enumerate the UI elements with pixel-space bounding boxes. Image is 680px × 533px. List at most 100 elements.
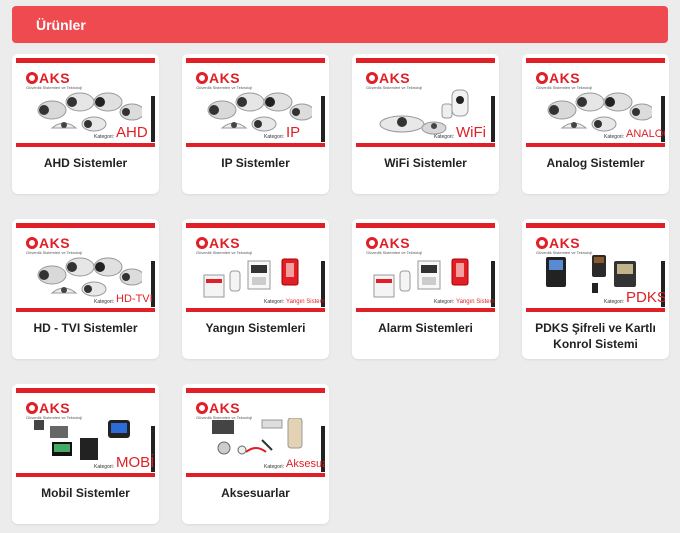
logo-text: AKS — [549, 235, 581, 251]
product-title[interactable]: Yangın Sistemleri — [205, 321, 306, 335]
category-value: Yangın Sistemleri — [456, 299, 495, 305]
category-prefix: Kategori: — [264, 299, 285, 305]
thumbnail-side-bar — [491, 261, 495, 307]
thumbnail-bottom-bar — [16, 473, 155, 477]
product-card[interactable]: AKS Güvenlik Sistemleri ve Teknoloji Kat… — [352, 54, 499, 194]
aks-logo: AKS — [196, 70, 240, 86]
logo-text: AKS — [209, 235, 241, 251]
aks-logo: AKS — [196, 235, 240, 251]
product-thumbnail[interactable]: AKS Güvenlik Sistemleri ve Teknoloji Kat… — [186, 223, 325, 312]
product-image — [546, 255, 636, 293]
thumbnail-side-bar — [491, 96, 495, 142]
thumbnail-top-bar — [16, 388, 155, 393]
thumbnail-top-bar — [356, 58, 495, 63]
product-title[interactable]: Mobil Sistemler — [41, 486, 130, 500]
thumbnail-bottom-bar — [526, 308, 665, 312]
thumbnail-bottom-bar — [16, 308, 155, 312]
category-prefix: Kategori: — [264, 464, 285, 470]
product-card[interactable]: AKS Güvenlik Sistemleri ve Teknoloji Kat… — [522, 54, 669, 194]
product-title[interactable]: Analog Sistemler — [546, 156, 645, 170]
aks-logo: AKS — [26, 70, 70, 86]
product-title[interactable]: HD - TVI Sistemler — [33, 321, 138, 335]
product-card[interactable]: AKS Güvenlik Sistemleri ve Teknoloji Kat… — [182, 54, 329, 194]
product-title[interactable]: IP Sistemler — [221, 156, 290, 170]
product-title[interactable]: WiFi Sistemler — [384, 156, 467, 170]
product-thumbnail[interactable]: AKS Güvenlik Sistemleri ve Teknoloji Kat… — [16, 223, 155, 312]
product-title[interactable]: Alarm Sistemleri — [378, 321, 473, 335]
product-card[interactable]: AKS Güvenlik Sistemleri ve Teknoloji Kat… — [12, 54, 159, 194]
logo-tagline: Güvenlik Sistemleri ve Teknoloji — [366, 85, 423, 90]
aks-logo: AKS — [26, 235, 70, 251]
logo-ring-icon — [536, 237, 548, 249]
thumbnail-bottom-bar — [186, 143, 325, 147]
product-image — [37, 92, 142, 132]
thumbnail-side-bar — [151, 261, 155, 307]
product-thumbnail[interactable]: AKS Güvenlik Sistemleri ve Teknoloji Kat… — [526, 223, 665, 312]
thumbnail-top-bar — [526, 58, 665, 63]
category-prefix: Kategori: — [94, 464, 115, 470]
category-value: AHD — [116, 124, 148, 141]
category-label: Kategori: AHD — [94, 125, 148, 140]
category-label: Kategori: Aksesuar — [264, 459, 325, 471]
category-prefix: Kategori: — [264, 134, 285, 140]
thumbnail-bottom-bar — [186, 473, 325, 477]
product-title[interactable]: PDKS Şifreli ve Kartlı Konrol Sistemi — [535, 321, 656, 351]
thumbnail-side-bar — [321, 96, 325, 142]
product-thumbnail[interactable]: AKS Güvenlik Sistemleri ve Teknoloji Kat… — [526, 58, 665, 147]
product-image — [34, 420, 130, 460]
product-card[interactable]: AKS Güvenlik Sistemleri ve Teknoloji Kat… — [182, 219, 329, 359]
aks-logo: AKS — [366, 70, 410, 86]
thumbnail-top-bar — [186, 223, 325, 228]
product-card[interactable]: AKS Güvenlik Sistemleri ve Teknoloji Kat… — [12, 384, 159, 524]
category-label: Kategori: Yangın Sistemleri — [264, 299, 325, 305]
product-thumbnail[interactable]: AKS Güvenlik Sistemleri ve Teknoloji Kat… — [16, 58, 155, 147]
product-thumbnail[interactable]: AKS Güvenlik Sistemleri ve Teknoloji Kat… — [16, 388, 155, 477]
thumbnail-bottom-bar — [356, 143, 495, 147]
logo-tagline: Güvenlik Sistemleri ve Teknoloji — [26, 85, 83, 90]
logo-text: AKS — [39, 70, 71, 86]
category-value: MOBİL — [116, 454, 155, 471]
logo-ring-icon — [366, 237, 378, 249]
thumbnail-side-bar — [661, 261, 665, 307]
category-prefix: Kategori: — [604, 134, 625, 140]
product-image — [379, 89, 469, 135]
logo-tagline: Güvenlik Sistemleri ve Teknoloji — [26, 415, 83, 420]
category-value: ANALOG — [626, 128, 665, 140]
category-value: WiFi — [456, 124, 487, 141]
product-title[interactable]: AHD Sistemler — [43, 156, 128, 170]
thumbnail-top-bar — [16, 58, 155, 63]
category-prefix: Kategori: — [434, 299, 455, 305]
thumbnail-top-bar — [16, 223, 155, 228]
product-card[interactable]: AKS Güvenlik Sistemleri ve Teknoloji Kat… — [182, 384, 329, 524]
logo-ring-icon — [196, 237, 208, 249]
product-image — [203, 258, 299, 298]
product-thumbnail[interactable]: AKS Güvenlik Sistemleri ve Teknoloji Kat… — [356, 223, 495, 312]
product-thumbnail[interactable]: AKS Güvenlik Sistemleri ve Teknoloji Kat… — [186, 58, 325, 147]
product-card[interactable]: AKS Güvenlik Sistemleri ve Teknoloji Kat… — [352, 219, 499, 359]
product-title[interactable]: Aksesuarlar — [221, 486, 290, 500]
category-prefix: Kategori: — [94, 134, 115, 140]
category-label: Kategori: HD-TVI — [94, 293, 153, 306]
category-value: IP — [286, 124, 301, 141]
aks-logo: AKS — [196, 400, 240, 416]
category-label: Kategori: IP — [264, 125, 300, 140]
category-label: Kategori: Yangın Sistemleri — [434, 299, 495, 305]
product-image — [212, 418, 303, 455]
product-card[interactable]: AKS Güvenlik Sistemleri ve Teknoloji Kat… — [522, 219, 669, 359]
logo-text: AKS — [209, 70, 241, 86]
logo-ring-icon — [26, 402, 38, 414]
logo-tagline: Güvenlik Sistemleri ve Teknoloji — [196, 250, 253, 255]
logo-tagline: Güvenlik Sistemleri ve Teknoloji — [196, 415, 253, 420]
category-value: HD-TVI — [116, 293, 153, 305]
category-value: PDKS — [626, 289, 665, 306]
product-thumbnail[interactable]: AKS Güvenlik Sistemleri ve Teknoloji Kat… — [356, 58, 495, 147]
product-card[interactable]: AKS Güvenlik Sistemleri ve Teknoloji Kat… — [12, 219, 159, 359]
product-thumbnail[interactable]: AKS Güvenlik Sistemleri ve Teknoloji Kat… — [186, 388, 325, 477]
aks-logo: AKS — [26, 400, 70, 416]
thumbnail-top-bar — [356, 223, 495, 228]
logo-tagline: Güvenlik Sistemleri ve Teknoloji — [196, 85, 253, 90]
logo-ring-icon — [26, 72, 38, 84]
page-title: Ürünler — [36, 16, 86, 33]
thumbnail-top-bar — [186, 388, 325, 393]
category-label: Kategori: WiFi — [434, 125, 486, 140]
